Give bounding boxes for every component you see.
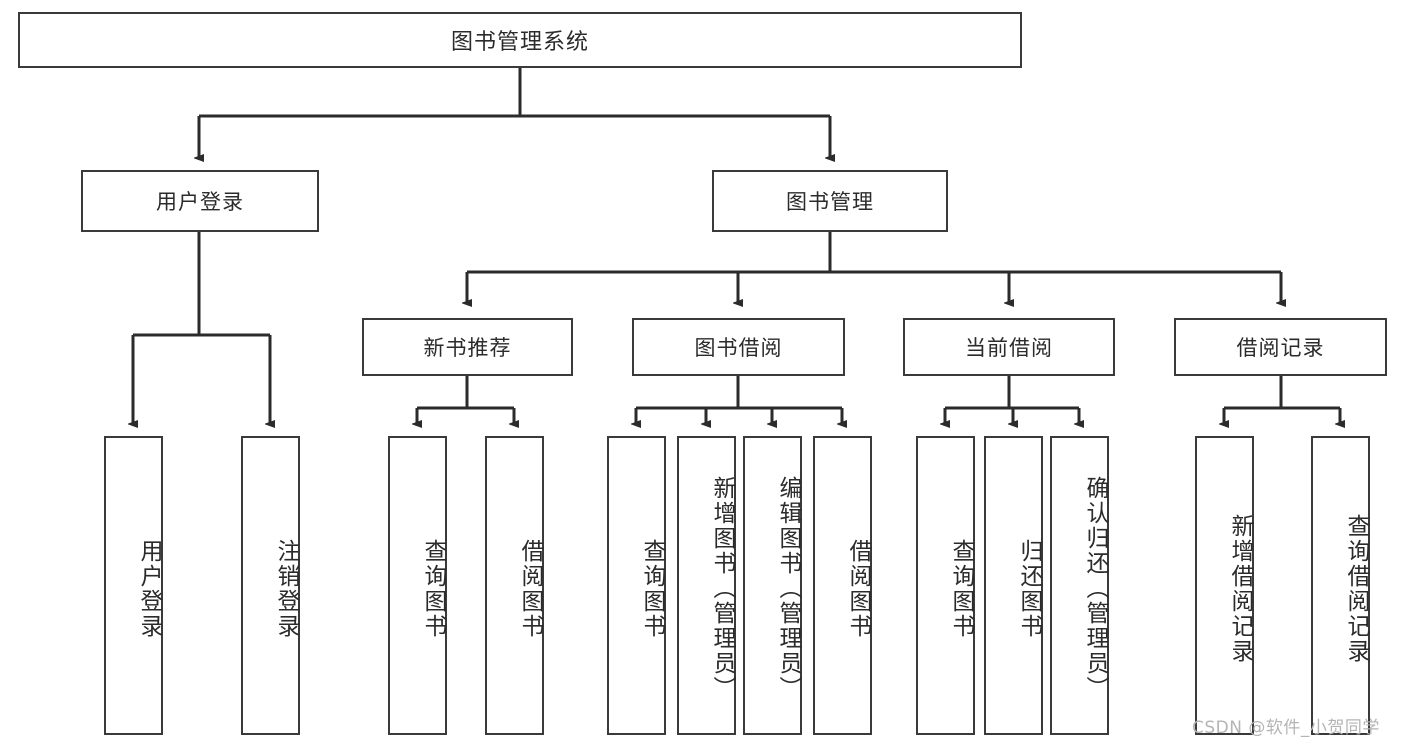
node-label: 归还图书 (1016, 538, 1042, 639)
leaf-current-confirm-return-admin[interactable]: 确认归还（管理员） (1050, 436, 1109, 735)
node-label: 用户登录 (156, 190, 244, 214)
node-label: 新增图书（管理员） (709, 476, 735, 701)
node-label: 借阅图书 (517, 538, 543, 639)
node-label: 图书借阅 (694, 336, 783, 360)
watermark-text: CSDN @软件_小贺同学 (1192, 718, 1380, 738)
node-new-book-recommend[interactable]: 新书推荐 (362, 318, 573, 376)
node-label: 编辑图书（管理员） (775, 476, 801, 701)
leaf-borrow-add-book-admin[interactable]: 新增图书（管理员） (677, 436, 736, 735)
node-label: 查询图书 (639, 538, 665, 639)
node-current-borrow[interactable]: 当前借阅 (903, 318, 1115, 376)
node-label: 借阅图书 (845, 538, 871, 639)
node-label: 确认归还（管理员） (1082, 476, 1108, 701)
node-label: 查询图书 (948, 538, 974, 639)
node-borrow-records[interactable]: 借阅记录 (1174, 318, 1387, 376)
node-label: 图书管理系统 (450, 30, 589, 55)
leaf-records-add-record[interactable]: 新增借阅记录 (1195, 436, 1254, 735)
leaf-borrow-query-book[interactable]: 查询图书 (607, 436, 666, 735)
node-label: 查询借阅记录 (1343, 513, 1369, 664)
leaf-new-book-borrow[interactable]: 借阅图书 (485, 436, 544, 735)
node-root-system[interactable]: 图书管理系统 (18, 12, 1022, 68)
leaf-user-login-logout[interactable]: 注销登录 (241, 436, 300, 735)
leaf-records-query-record[interactable]: 查询借阅记录 (1311, 436, 1370, 735)
node-label: 当前借阅 (965, 336, 1053, 360)
node-label: 图书管理 (786, 190, 874, 214)
leaf-current-query-book[interactable]: 查询图书 (916, 436, 975, 735)
leaf-borrow-edit-book-admin[interactable]: 编辑图书（管理员） (743, 436, 802, 735)
leaf-new-book-query[interactable]: 查询图书 (388, 436, 447, 735)
node-label: 新增借阅记录 (1227, 513, 1253, 664)
node-label: 注销登录 (273, 538, 299, 639)
node-label: 查询图书 (420, 538, 446, 639)
node-label: 用户登录 (136, 538, 162, 639)
node-user-login[interactable]: 用户登录 (81, 170, 319, 232)
leaf-user-login-login[interactable]: 用户登录 (104, 436, 163, 735)
node-book-management[interactable]: 图书管理 (712, 170, 948, 232)
node-label: 借阅记录 (1236, 336, 1325, 360)
leaf-borrow-borrow-book[interactable]: 借阅图书 (813, 436, 872, 735)
node-label: 新书推荐 (423, 336, 512, 360)
node-book-borrow[interactable]: 图书借阅 (632, 318, 845, 376)
leaf-current-return-book[interactable]: 归还图书 (984, 436, 1043, 735)
